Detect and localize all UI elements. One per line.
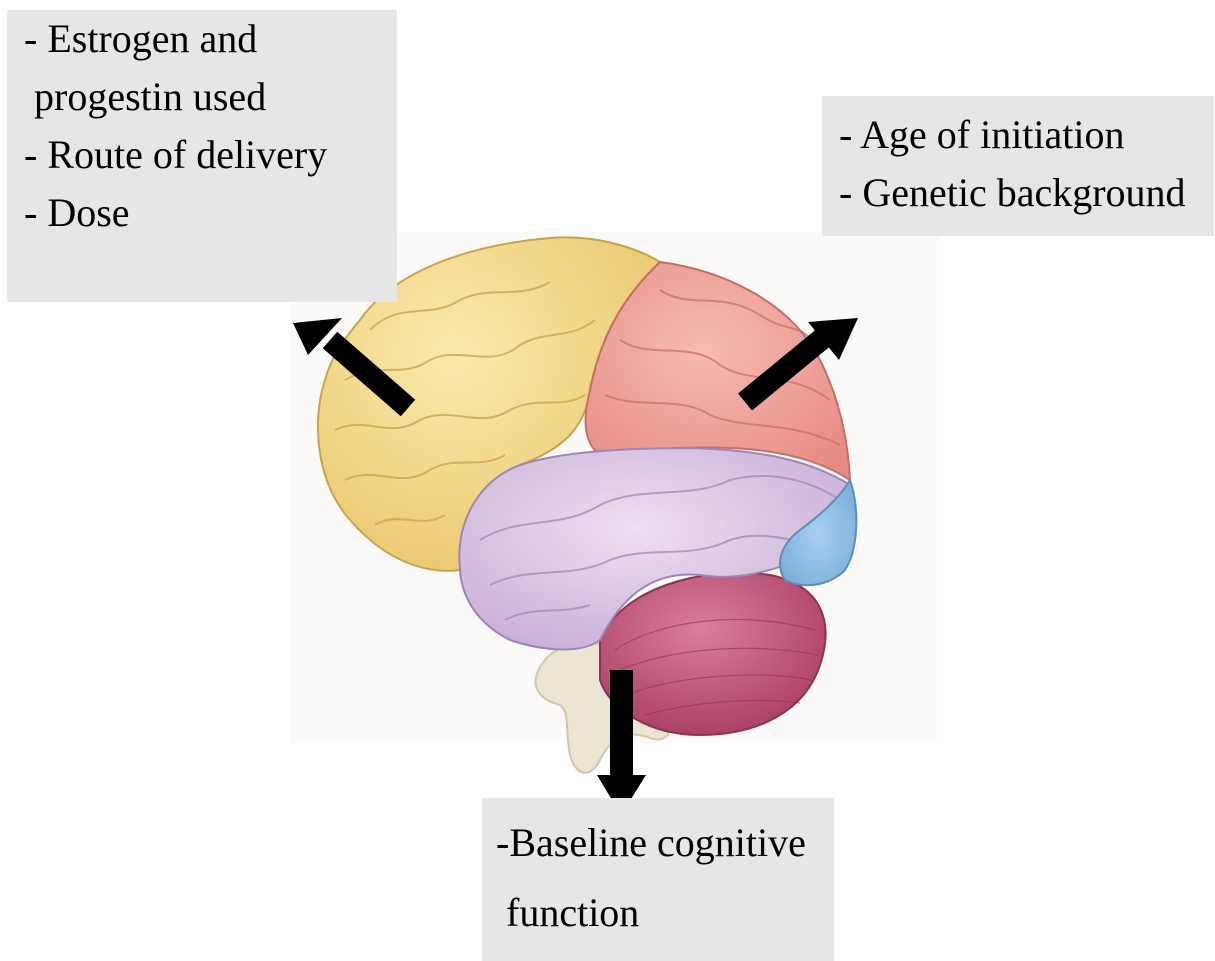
treatment-factor-line: - Dose: [24, 184, 397, 242]
baseline-factor-line: -Baseline cognitive: [496, 808, 834, 878]
patient-factor-line: - Age of initiation: [839, 106, 1214, 164]
baseline-factors-box: -Baseline cognitive function: [482, 798, 834, 961]
treatment-factor-line: - Estrogen and: [24, 10, 397, 68]
baseline-factor-line: function: [496, 878, 834, 948]
cerebellum: [600, 573, 826, 735]
treatment-factors-box: - Estrogen and progestin used - Route of…: [7, 10, 397, 302]
treatment-factor-line: progestin used: [24, 68, 397, 126]
treatment-factor-line: - Route of delivery: [24, 126, 397, 184]
patient-factor-line: - Genetic background: [839, 164, 1214, 222]
patient-factors-box: - Age of initiation - Genetic background: [822, 96, 1214, 236]
